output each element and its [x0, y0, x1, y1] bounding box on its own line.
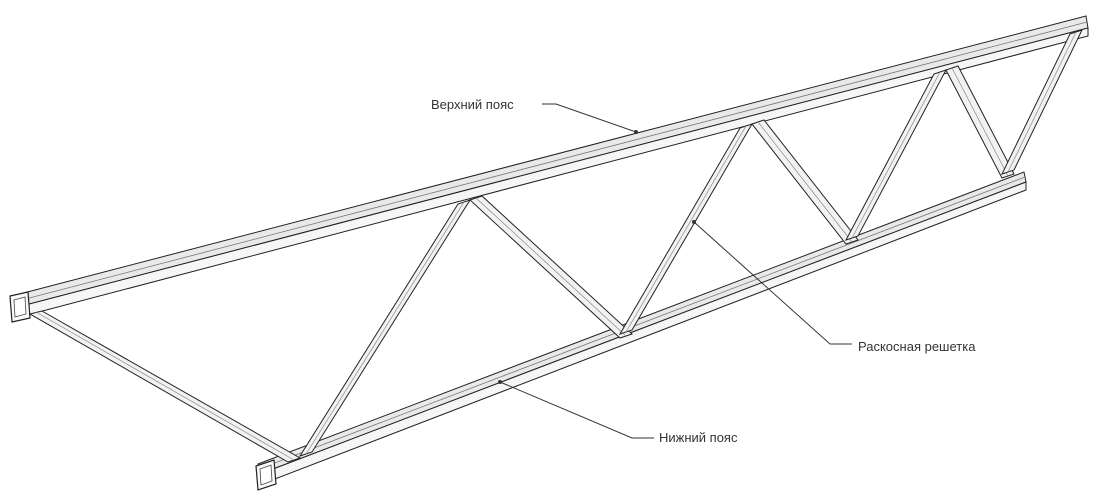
leader-top-chord [542, 103, 637, 133]
label-web-lattice: Раскосная решетка [858, 339, 976, 354]
leader-web-lattice [693, 221, 852, 345]
web-diagonals [28, 29, 1083, 463]
leader-lines [498, 103, 852, 439]
label-bottom-chord: Нижний пояс [659, 430, 738, 445]
leader-bottom-chord [499, 381, 654, 439]
bottom-chord [255, 171, 1027, 491]
label-top-chord: Верхний пояс [431, 97, 514, 112]
top-chord [9, 15, 1089, 323]
